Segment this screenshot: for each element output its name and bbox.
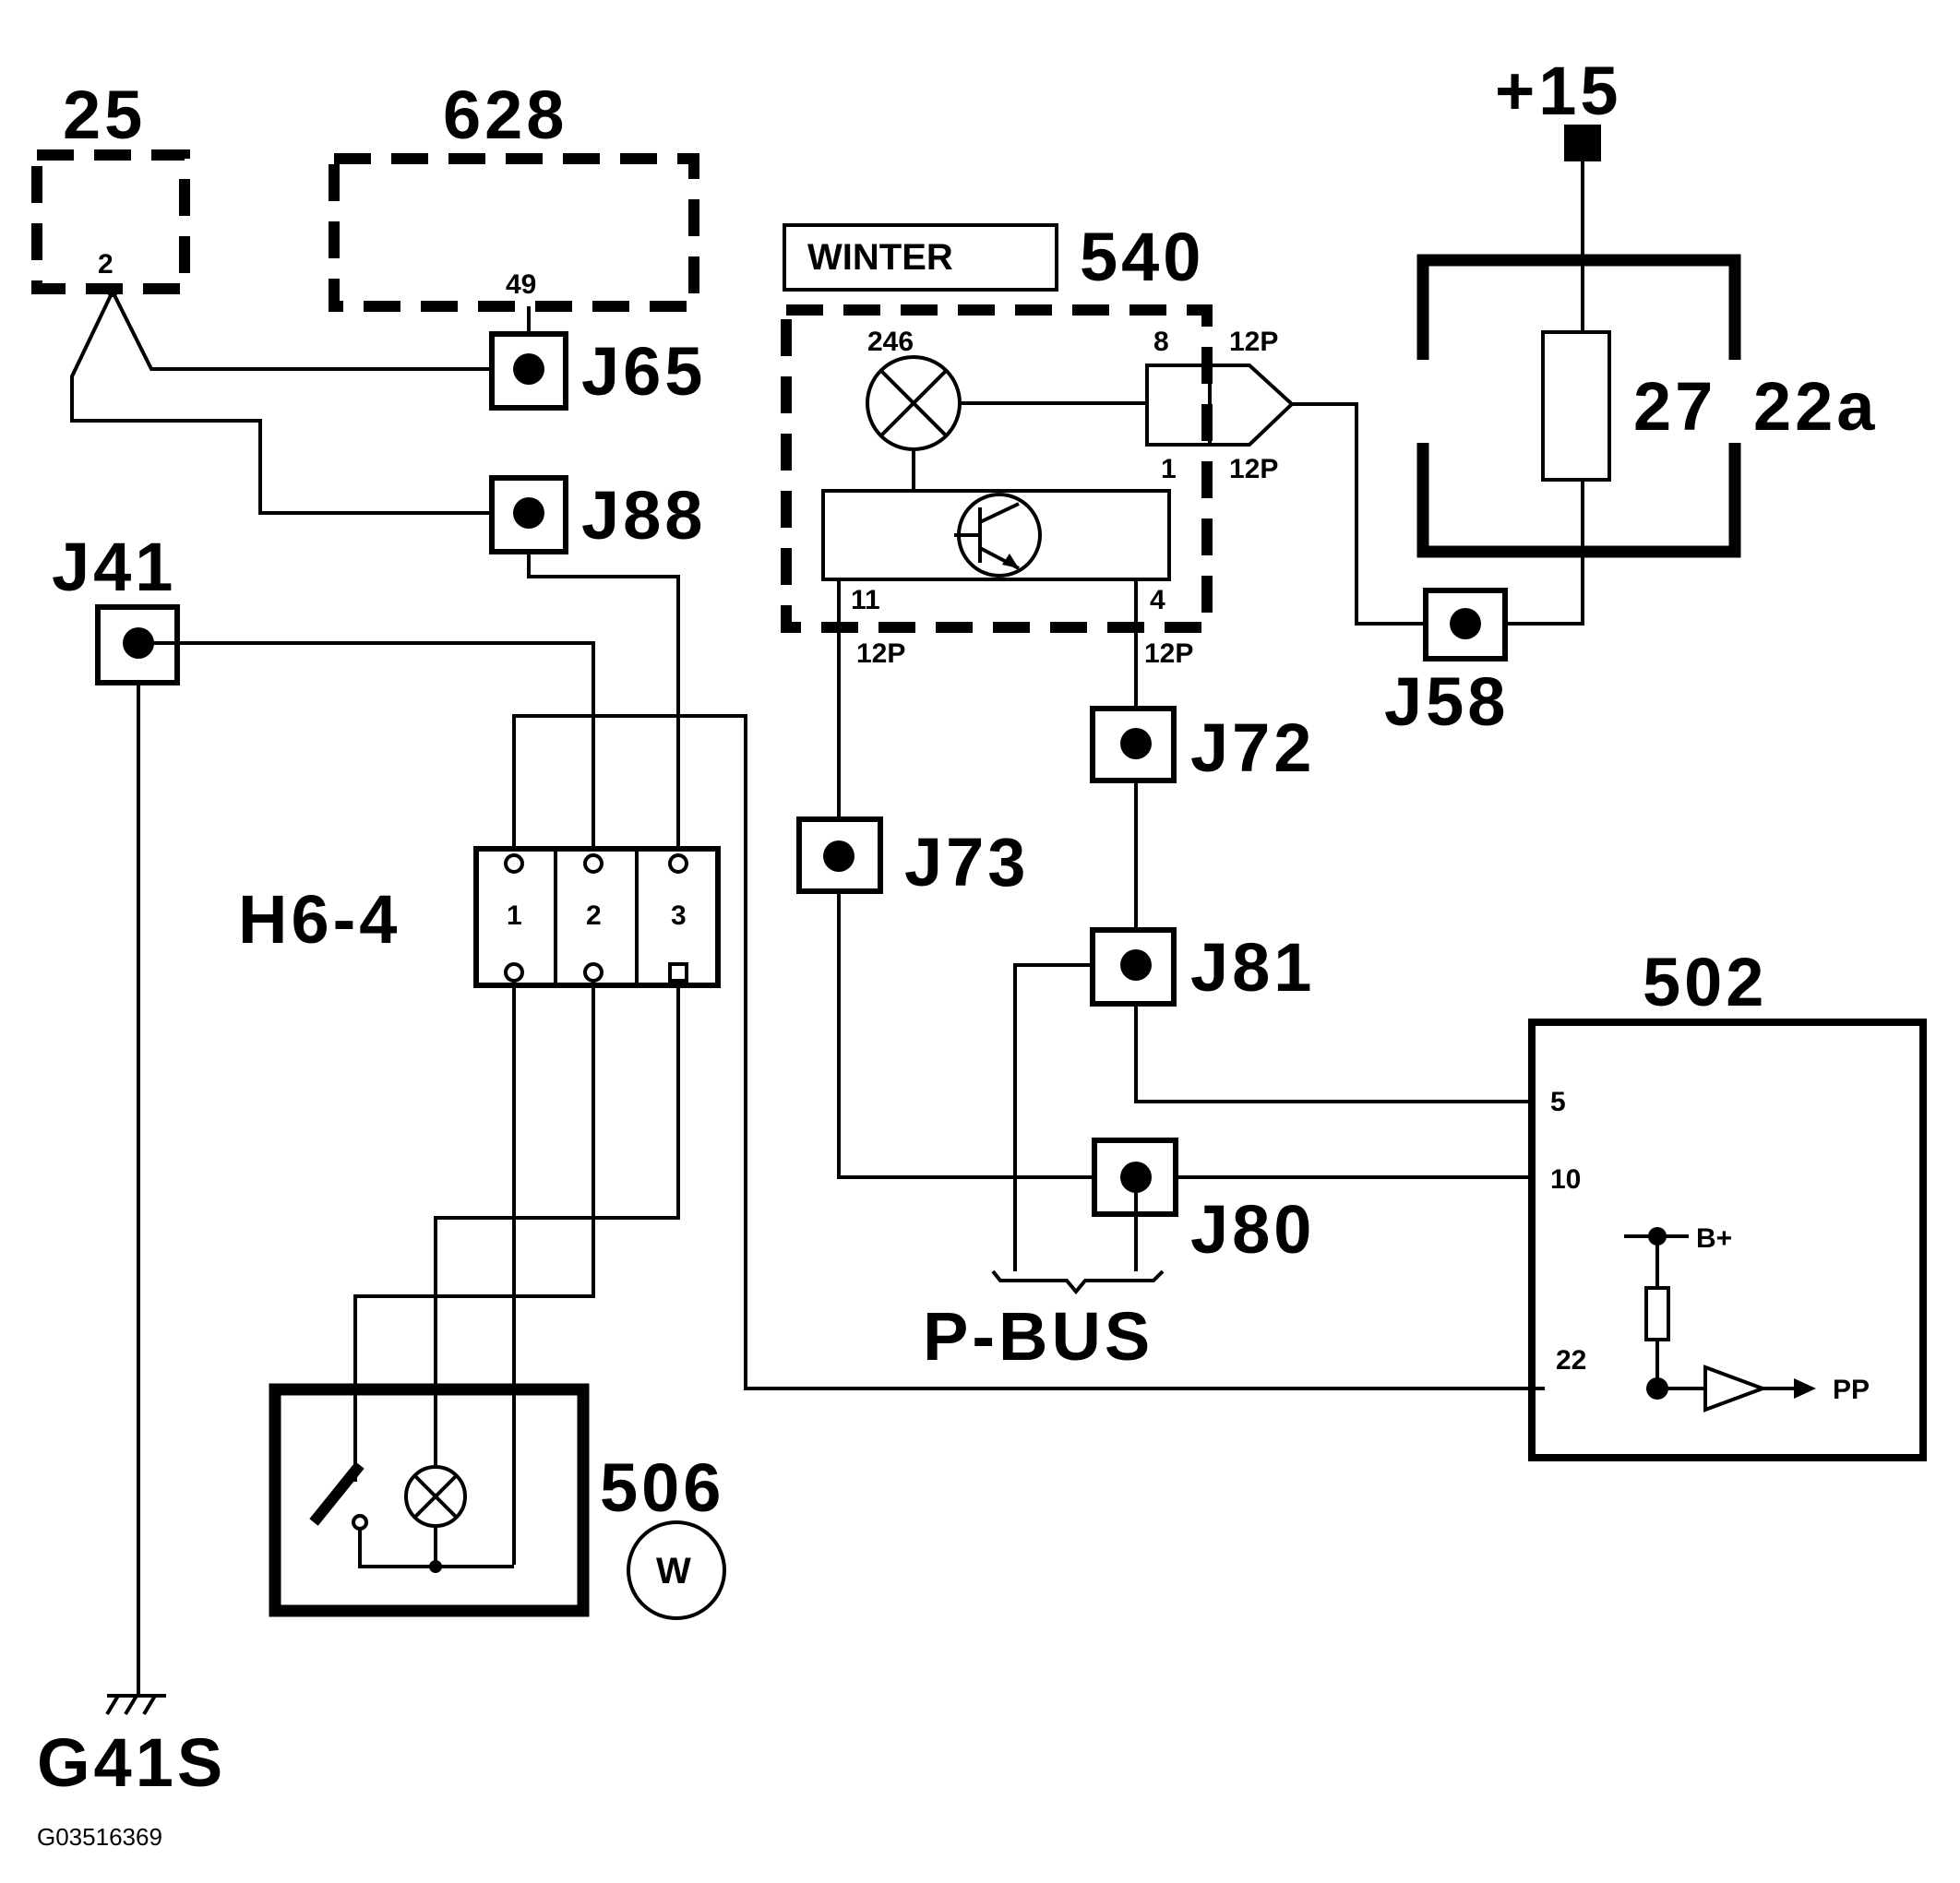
component-506-box [269, 1383, 590, 1617]
wire-j88-to-h6-pin3 [527, 552, 680, 858]
h6-pin1-label: 1 [507, 900, 522, 931]
component-502-pin-22: 22 [1556, 1345, 1586, 1376]
component-506-node [429, 1560, 442, 1573]
transistor-leads [954, 502, 1020, 570]
resistor-icon [1644, 1286, 1670, 1341]
junction-j88-node [513, 497, 544, 529]
component-540-pin-b: 4 [1150, 585, 1165, 615]
winter-tag-label: WINTER [807, 237, 953, 278]
component-22a-fuse-label: 27 [1633, 368, 1716, 445]
component-540-conn-code-b: 12P [1144, 638, 1193, 669]
junction-j58-node [1450, 608, 1481, 639]
ground-icon [105, 1694, 157, 1716]
junction-j58-label: J58 [1384, 663, 1509, 740]
buffer-icon [1703, 1365, 1768, 1412]
wire-25-to-j65 [111, 291, 492, 371]
component-506-lamp-cross [412, 1473, 459, 1520]
junction-j73-node [823, 840, 855, 872]
junction-j72-label: J72 [1190, 709, 1315, 786]
component-540-plug [1210, 363, 1295, 447]
component-502-pullup-label: B+ [1696, 1223, 1732, 1254]
component-502-pin-10: 10 [1550, 1164, 1581, 1195]
component-502-output-label: PP [1833, 1375, 1870, 1405]
junction-j80-node [1120, 1162, 1152, 1193]
pbus-brace [991, 1269, 1165, 1295]
component-540-lamp-pin: 246 [867, 327, 914, 357]
junction-j80-label: J80 [1190, 1191, 1315, 1268]
component-540-lamp-cross [879, 369, 948, 437]
junction-j65 [489, 331, 568, 411]
fuse-icon [1541, 330, 1611, 482]
component-506-switch-contact [352, 1514, 368, 1531]
wire-25-to-j88 [70, 291, 492, 515]
component-540-module [821, 489, 1171, 581]
winter-tag-box [783, 223, 1058, 292]
junction-j81-node [1120, 949, 1152, 981]
component-22a-label: 22a [1753, 368, 1878, 445]
junction-j88 [489, 475, 568, 554]
ground-g41s-label: G41S [37, 1724, 226, 1801]
wire-540-to-j58 [1292, 402, 1467, 626]
component-540-conn-code-bottom: 12P [1229, 454, 1278, 484]
wire-h6-pin2-to-506-switch [353, 981, 595, 1482]
output-arrow-icon [1794, 1378, 1816, 1399]
component-506-switch [309, 1461, 365, 1526]
component-540-pin-out: 8 [1153, 327, 1169, 357]
wire-h6-pin3-to-506-lamp [434, 981, 680, 1467]
warning-symbol-icon [627, 1520, 726, 1620]
h6-pin1-top [504, 853, 524, 874]
junction-j81-label: J81 [1190, 929, 1315, 1006]
component-22a-box [1416, 254, 1741, 558]
component-502-box [1528, 1019, 1927, 1461]
component-25-pin: 2 [98, 249, 114, 280]
component-628-pin: 49 [506, 269, 536, 300]
wire-j81-to-pbus [1013, 963, 1093, 1271]
connector-h6-4-label: H6-4 [238, 881, 400, 958]
junction-j65-node [513, 353, 544, 385]
component-506-label: 506 [600, 1449, 724, 1526]
wire-j41-to-h6-pin2 [138, 641, 595, 858]
junction-j72-node [1120, 728, 1152, 759]
component-502-pin-5: 5 [1550, 1087, 1566, 1117]
component-540-box [781, 304, 1213, 633]
component-540-connector [1145, 363, 1212, 447]
component-540-pin-in: 1 [1161, 454, 1177, 484]
h6-pin3-top [668, 853, 688, 874]
pbus-label: P-BUS [923, 1298, 1153, 1375]
component-540-conn-code-top: 12P [1229, 327, 1278, 357]
component-502-label: 502 [1643, 944, 1767, 1020]
supply-label: +15 [1495, 53, 1622, 129]
component-540-conn-code-a: 12P [856, 638, 905, 669]
component-628-label: 628 [443, 77, 568, 153]
image-id: G03516369 [37, 1823, 162, 1851]
component-25-label: 25 [63, 77, 146, 153]
component-540-label: 540 [1080, 219, 1204, 295]
wire-h6-pin1-to-502-pin22 [512, 714, 1545, 1390]
junction-j65-label: J65 [581, 333, 706, 410]
supply-terminal [1564, 125, 1601, 161]
junction-j73-label: J73 [904, 824, 1029, 900]
h6-pin3-label: 3 [671, 900, 687, 931]
warning-symbol-letter: W [656, 1551, 691, 1591]
component-506-inner-wire [358, 1529, 514, 1568]
transistor-emitter-arrow [1002, 554, 1019, 568]
h6-pin2-top [583, 853, 604, 874]
junction-j41-label: J41 [52, 529, 176, 605]
component-540-pin-a: 11 [851, 585, 880, 615]
wire-fuse-to-j58 [1505, 480, 1584, 626]
component-628-box [329, 153, 699, 312]
h6-pin2-label: 2 [586, 900, 602, 931]
junction-j88-label: J88 [581, 477, 706, 554]
wire-540-pin11-to-502-pin10 [837, 579, 1532, 1179]
